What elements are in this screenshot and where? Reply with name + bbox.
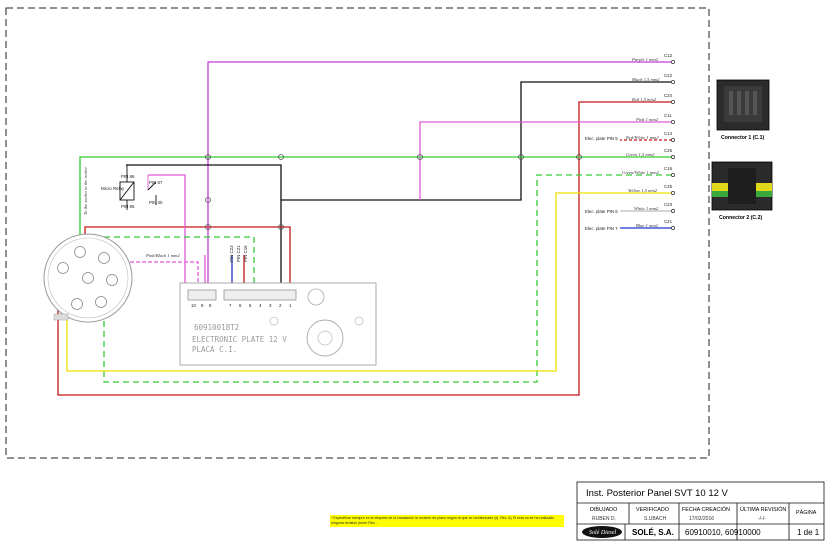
connector-1-image bbox=[716, 79, 770, 131]
title-block bbox=[576, 481, 825, 541]
code-c14: C14 bbox=[664, 131, 673, 136]
code-c21: C21 bbox=[664, 219, 673, 224]
socket-label: To the socket in the trailer bbox=[83, 167, 88, 215]
plate-line1: ELECTRONIC PLATE 12 V bbox=[192, 335, 287, 344]
wire-yellow bbox=[66, 192, 672, 372]
tb-fecha-value: 17/02/2016 bbox=[689, 516, 714, 522]
plate-pin-5: 5 bbox=[249, 303, 252, 308]
code-c23: C23 bbox=[664, 202, 673, 207]
trailer-socket bbox=[43, 233, 133, 323]
wire-end-terminals bbox=[671, 60, 675, 230]
tb-verificado-header: VERIFICADO bbox=[636, 507, 669, 513]
wire-label-white: White 1 mm2 bbox=[634, 206, 659, 211]
code-c25: C25 bbox=[664, 184, 673, 189]
wire-label-black: Black 1,5 mm2 bbox=[632, 77, 660, 83]
relay-name: Micro Relay bbox=[101, 186, 125, 191]
wire-black-relay bbox=[126, 164, 282, 200]
wire-green-white bbox=[103, 174, 672, 383]
tb-pagina-header: PÁGINA bbox=[796, 509, 817, 516]
plate-pin5-label: Elec. plate PIN 5 bbox=[585, 136, 618, 141]
plate-pin6-label: Elec. plate PIN 6 bbox=[585, 209, 618, 214]
tb-verificado-value: S.UBACH bbox=[644, 516, 667, 522]
wire-green bbox=[79, 156, 672, 252]
wire-label-green: Green 1,5 mm2 bbox=[626, 152, 655, 158]
connector-1-label: Connector 1 (C.1) bbox=[721, 135, 765, 141]
relay-pin87: PIN 87 bbox=[149, 180, 163, 185]
tb-fecha-header: FECHA CREACIÓN bbox=[682, 506, 730, 513]
plate-pin-10: 10 bbox=[191, 303, 196, 308]
tb-codes: 60910010, 60910000 bbox=[685, 528, 761, 537]
wire-labels: Purple 1 mm2 Black 1,5 mm2 Red 1,5 mm2 P… bbox=[622, 57, 660, 228]
tb-dibujado-header: DIBUJADO bbox=[590, 507, 617, 513]
connector-codes: C12 C22 C24 C11 C14 C26 C16 C25 C23 C21 bbox=[664, 53, 673, 224]
micro-relay: PIN 86 PIN 85 PIN 87 PIN 30 Micro Relay bbox=[101, 165, 163, 210]
plate-wire-label-c16: PIN C16 bbox=[243, 245, 248, 262]
pink-black-label: Pink/Black 1 mm2 bbox=[145, 253, 180, 258]
note-text: * Especificar siempre en la etiqueta de … bbox=[331, 516, 555, 525]
sole-diesel-logo: Solé Diesel bbox=[582, 526, 622, 538]
plate-pin-9: 9 bbox=[201, 303, 204, 308]
wire-label-purple: Purple 1 mm2 bbox=[631, 57, 659, 62]
tb-dibujado-value: RUBEN D. bbox=[592, 516, 616, 522]
wire-purple bbox=[207, 61, 672, 290]
plate-pin-6: 6 bbox=[239, 303, 242, 308]
plate-pin-2: 2 bbox=[279, 303, 282, 308]
svg-text:Solé Diesel: Solé Diesel bbox=[589, 530, 616, 536]
connector-2-image bbox=[711, 161, 773, 211]
wire-label-yellow: Yellow 1,5 mm2 bbox=[628, 188, 658, 194]
wire-pink-relay bbox=[148, 174, 186, 297]
code-c12: C12 bbox=[664, 53, 673, 58]
plate-code: 60910018T2 bbox=[194, 323, 239, 332]
tb-revision-value: -/-/- bbox=[758, 516, 766, 522]
wire-pink bbox=[419, 121, 672, 200]
wire-label-pink: Pink 1 mm2 bbox=[635, 117, 659, 122]
plate-line2: PLACA C.I. bbox=[192, 345, 237, 354]
code-c16: C16 bbox=[664, 166, 673, 171]
plate-pin7-label: Elec. plate PIN 7 bbox=[585, 226, 618, 231]
code-c24: C24 bbox=[664, 93, 673, 98]
relay-pin30: PIN 30 bbox=[149, 200, 163, 205]
relay-pin85: PIN 85 bbox=[121, 204, 135, 209]
drawing-border bbox=[5, 7, 710, 459]
plate-pin-3: 3 bbox=[269, 303, 272, 308]
code-c11: C11 bbox=[664, 113, 672, 118]
wire-red bbox=[57, 101, 672, 396]
code-c22: C22 bbox=[664, 73, 673, 78]
junction-dots bbox=[205, 154, 582, 230]
note-box bbox=[330, 515, 564, 527]
code-c26: C26 bbox=[664, 148, 673, 153]
wire-label-red: Red 1,5 mm2 bbox=[631, 97, 657, 103]
wire-black bbox=[280, 81, 672, 297]
plate-wire-label-c23: PIN C23 bbox=[229, 245, 234, 262]
plate-pin-4: 4 bbox=[259, 303, 262, 308]
electronic-plate: 10 9 8 7 6 5 4 3 2 1 60910018T2 ELECTRON… bbox=[179, 282, 377, 366]
tb-pagina-value: 1 de 1 bbox=[797, 528, 820, 537]
plate-wire-label-c21: PIN C21 bbox=[236, 245, 241, 262]
plate-pin-1: 1 bbox=[289, 303, 292, 308]
wire-label-blue: Blue 1 mm2 bbox=[636, 223, 659, 228]
plate-pin-7: 7 bbox=[229, 303, 232, 308]
wire-label-green-white: Green/White 1 mm2 bbox=[622, 170, 660, 175]
plate-pin-8: 8 bbox=[209, 303, 212, 308]
tb-company: SOLÉ, S.A. bbox=[632, 528, 674, 537]
connector-2-label: Connector 2 (C.2) bbox=[719, 215, 763, 221]
tb-revision-header: ÚLTIMA REVISIÓN bbox=[740, 506, 786, 513]
title-block-title: Inst. Posterior Panel SVT 10 12 V bbox=[586, 488, 729, 499]
relay-pin86: PIN 86 bbox=[121, 174, 135, 179]
wire-label-red-white: Red/White 1 mm2 bbox=[625, 135, 659, 140]
